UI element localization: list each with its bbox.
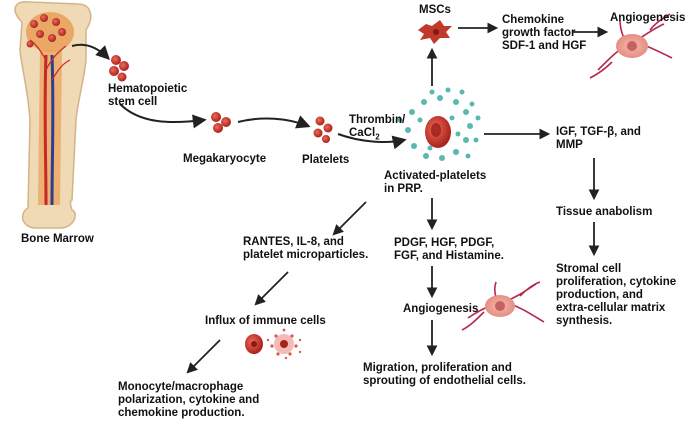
- label-igf-tgf-mmp: IGF, TGF-β, and MMP: [556, 126, 641, 151]
- label-pdgf: PDGF, HGF, PDGF, FGF, and Histamine.: [394, 237, 504, 262]
- label-tissue-anabolism: Tissue anabolism: [556, 206, 653, 218]
- label-angiogenesis-mid: Angiogenesis: [403, 303, 479, 315]
- arrow-influx-to-monocyte: [186, 339, 221, 374]
- label-platelets: Platelets: [302, 154, 350, 166]
- marrow-cells: [26, 14, 66, 48]
- activated-platelet-icon: [397, 87, 481, 161]
- label-megakaryocyte: Megakaryocyte: [183, 153, 267, 165]
- thrombin-text: Thrombin/ CaCl: [349, 114, 406, 139]
- flow-arrows: [71, 22, 609, 374]
- arrow-platelets-to-activated: [337, 133, 407, 150]
- platelets-icon: [313, 116, 333, 143]
- hematopoietic-stem-cell-icon: [109, 55, 129, 82]
- femur-bone-illustration: [14, 1, 92, 229]
- label-stromal-cell: Stromal cell proliferation, cytokine pro…: [556, 263, 677, 327]
- label-monocyte: Monocyte/macrophage polarization, cytoki…: [118, 381, 260, 419]
- arrow-megakaryocyte-to-platelets: [237, 115, 311, 129]
- label-mscs: MSCs: [419, 4, 451, 16]
- arrow-bone-to-hsc: [71, 43, 110, 60]
- label-activated-platelets: Activated-platelets in PRP.: [384, 170, 487, 195]
- label-influx-immune: Influx of immune cells: [205, 315, 326, 327]
- arrow-activated-to-rantes: [332, 201, 367, 236]
- label-thrombin-cacl2: Thrombin/ CaCl2: [349, 114, 405, 143]
- arrow-rantes-to-influx: [254, 271, 289, 306]
- endothelial-cell-top-icon: [589, 13, 673, 79]
- thrombin-subscript: 2: [375, 132, 380, 142]
- label-chemokine: Chemokine growth factor SDF-1 and HGF: [502, 14, 587, 52]
- growth-factor-dots: [397, 87, 481, 161]
- msc-cell-icon: [418, 20, 452, 44]
- arrow-hsc-to-megakaryocyte: [119, 103, 207, 129]
- immune-cells-icon: [245, 328, 302, 360]
- label-angiogenesis-top: Angiogenesis: [610, 12, 685, 24]
- megakaryocyte-icon: [211, 112, 231, 133]
- label-bone-marrow: Bone Marrow: [21, 233, 94, 245]
- endothelial-cell-mid-icon: [461, 281, 545, 331]
- label-hematopoietic-stem-cell: Hematopoietic stem cell: [108, 83, 188, 108]
- label-migration: Migration, proliferation and sprouting o…: [363, 362, 526, 387]
- label-rantes: RANTES, IL-8, and platelet microparticle…: [243, 236, 369, 261]
